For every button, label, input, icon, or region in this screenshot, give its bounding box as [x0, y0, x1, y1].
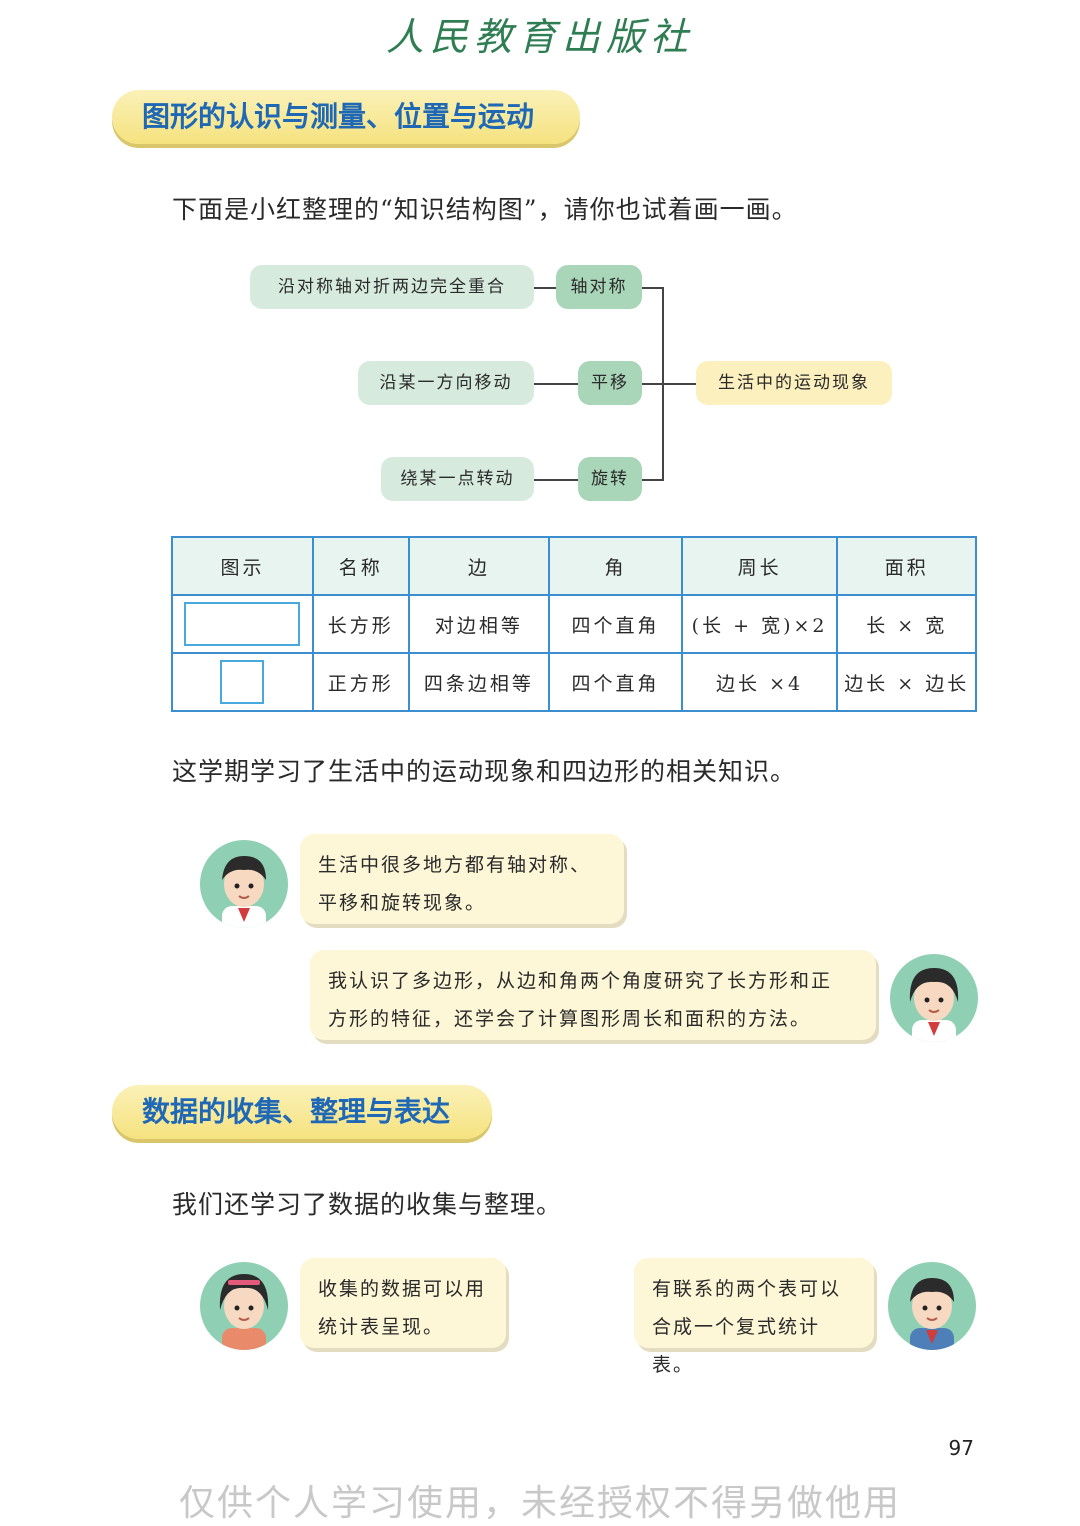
connector	[642, 383, 696, 385]
boy-avatar-2	[888, 1262, 976, 1350]
bubble-line: 我认识了多边形，从边和角两个角度研究了长方形和正	[328, 970, 833, 992]
girl-avatar-2	[200, 1262, 288, 1350]
square-figure-cell	[171, 652, 314, 712]
bubble-line: 收集的数据可以用	[318, 1278, 487, 1300]
table-cell: 对边相等	[407, 594, 551, 654]
bubble-line: 合成一个复式统计表。	[652, 1316, 821, 1376]
square-shape	[220, 660, 265, 704]
intro-text-data: 我们还学习了数据的收集与整理。	[172, 1190, 563, 1219]
boy-avatar	[200, 840, 288, 928]
bubble-line: 平移和旋转现象。	[318, 892, 487, 914]
girl-avatar	[890, 954, 978, 1042]
quadrilateral-table: 图示 名称 边 角 周长 面积 长方形 对边相等 四个直角 (长 + 宽)×2 …	[171, 536, 977, 712]
page-number: 97	[948, 1436, 974, 1460]
intro-text: 下面是小红整理的“知识结构图”，请你也试着画一画。	[172, 195, 798, 224]
node-desc-symmetry: 沿对称轴对折两边完全重合	[250, 265, 534, 309]
bubble-line: 有联系的两个表可以	[652, 1278, 842, 1300]
connector	[534, 383, 578, 385]
table-cell: 长方形	[311, 594, 410, 654]
node-root: 生活中的运动现象	[696, 361, 892, 405]
node-desc-translation: 沿某一方向移动	[358, 361, 534, 405]
table-header-row: 图示 名称 边 角 周长 面积	[171, 536, 977, 596]
girl-face-icon	[219, 1274, 269, 1350]
rectangle-figure-cell	[171, 594, 314, 654]
watermark-text: 仅供个人学习使用，未经授权不得另做他用	[178, 1483, 901, 1524]
table-header: 图示	[171, 536, 314, 596]
table-cell: (长 + 宽)×2	[680, 594, 839, 654]
table-cell: 长 × 宽	[836, 594, 977, 654]
rectangle-shape	[184, 602, 301, 646]
table-cell: 四个直角	[548, 594, 683, 654]
table-cell: 四个直角	[548, 652, 683, 712]
publisher-header: 人民教育出版社	[385, 15, 694, 59]
table-cell: 正方形	[311, 652, 410, 712]
speech-bubble-girl-2: 收集的数据可以用 统计表呈现。	[300, 1258, 506, 1348]
table-row: 正方形 四条边相等 四个直角 边长 ×4 边长 × 边长	[171, 652, 977, 712]
speech-bubble-boy-2: 有联系的两个表可以 合成一个复式统计表。	[634, 1258, 874, 1376]
boy-face-icon	[910, 1278, 954, 1350]
summary-text: 这学期学习了生活中的运动现象和四边形的相关知识。	[172, 757, 797, 786]
table-cell: 边长 × 边长	[836, 652, 977, 712]
table-cell: 四条边相等	[407, 652, 551, 712]
section-title-data: 数据的收集、整理与表达	[112, 1085, 492, 1139]
table-header: 面积	[836, 536, 977, 596]
section-title-geometry: 图形的认识与测量、位置与运动	[112, 90, 580, 144]
node-desc-rotation: 绕某一点转动	[381, 457, 534, 501]
connector	[642, 479, 663, 481]
girl-face-icon	[909, 968, 959, 1042]
node-symmetry: 轴对称	[556, 265, 642, 309]
connector	[642, 287, 663, 289]
node-rotation: 旋转	[578, 457, 642, 501]
table-header: 边	[407, 536, 551, 596]
table-header: 名称	[311, 536, 410, 596]
connector	[534, 479, 578, 481]
bubble-line: 生活中很多地方都有轴对称、	[318, 854, 592, 876]
connector	[534, 287, 556, 289]
table-header: 角	[548, 536, 683, 596]
node-translation: 平移	[578, 361, 642, 405]
table-row: 长方形 对边相等 四个直角 (长 + 宽)×2 长 × 宽	[171, 594, 977, 654]
table-header: 周长	[680, 536, 839, 596]
speech-bubble-girl: 我认识了多边形，从边和角两个角度研究了长方形和正 方形的特征，还学会了计算图形周…	[310, 950, 876, 1040]
bubble-line: 方形的特征，还学会了计算图形周长和面积的方法。	[328, 1008, 812, 1030]
boy-face-icon	[222, 856, 266, 928]
table-cell: 边长 ×4	[680, 652, 839, 712]
bubble-line: 统计表呈现。	[318, 1316, 445, 1338]
speech-bubble-boy: 生活中很多地方都有轴对称、 平移和旋转现象。	[300, 834, 624, 924]
connector-vertical	[662, 287, 664, 481]
